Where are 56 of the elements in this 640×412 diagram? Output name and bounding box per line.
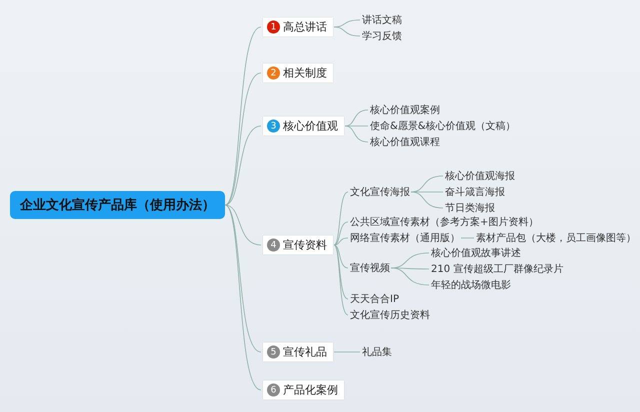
connector-line (390, 268, 430, 286)
subtopic-label: 天天合合IP (350, 291, 399, 307)
subtopic-label: 文化宣传海报 (350, 184, 410, 200)
connector-line (410, 192, 444, 208)
topic-box (263, 64, 333, 82)
number-badge: 5 (267, 346, 280, 358)
topic-label: 相关制度 (283, 66, 327, 80)
subtopic-label: 文化宣传历史资料 (350, 307, 430, 323)
subtopic-label: 核心价值观课程 (370, 134, 440, 150)
number-badge: 1 (267, 20, 280, 34)
topic-label: 核心价值观 (283, 118, 338, 134)
subtopic-label: 素材产品包（大楼，员工画像图等） (476, 230, 636, 246)
connector-line (334, 192, 348, 246)
topic-box (263, 18, 333, 36)
topic-box (263, 380, 344, 400)
topic-box (263, 116, 344, 136)
connector-line (224, 204, 262, 390)
connector-line (344, 110, 368, 126)
subtopic-label: 网络宣传素材（通用版） (350, 230, 460, 246)
topic-label: 宣传礼品 (283, 344, 327, 360)
connector-line (334, 20, 360, 28)
connector-line (334, 244, 348, 300)
subtopic-label: 年轻的战场微电影 (431, 277, 511, 293)
subtopic-label: 宣传视频 (350, 260, 390, 276)
topic-label: 产品化案例 (283, 382, 338, 398)
topic-box (263, 342, 333, 362)
central-topic: 企业文化宣传产品库（使用办法） (10, 191, 225, 219)
number-badge: 4 (267, 238, 280, 252)
subtopic-label: 学习反馈 (362, 28, 402, 44)
topic-label: 高总讲话 (283, 20, 327, 34)
connector-line (334, 238, 348, 246)
subtopic-label: 奋斗箴言海报 (445, 184, 505, 200)
subtopic-label: 210 宣传超级工厂群像纪录片 (431, 261, 564, 277)
subtopic-label: 礼品集 (362, 344, 392, 360)
number-badge: 6 (267, 384, 280, 396)
connector-line (224, 204, 262, 352)
connector-line (334, 244, 348, 268)
connector-line (224, 204, 262, 246)
connector-line (334, 244, 348, 316)
topic-box (263, 236, 333, 254)
subtopic-label: 公共区域宣传素材（参考方案+图片资料） (350, 214, 538, 230)
number-badge: 3 (267, 120, 280, 132)
subtopic-label: 讲话文稿 (362, 12, 402, 28)
subtopic-label: 核心价值观海报 (445, 168, 515, 184)
number-badge: 2 (267, 66, 280, 80)
subtopic-label: 使命&愿景&核心价值观（文稿） (370, 118, 516, 134)
connector-line (334, 26, 360, 36)
connector-line (344, 126, 368, 142)
connector-line (224, 26, 262, 206)
subtopic-label: 节日类海报 (445, 200, 495, 216)
subtopic-label: 核心价值观案例 (370, 102, 440, 118)
connector-line (224, 72, 262, 206)
subtopic-label: 核心价值观故事讲述 (431, 245, 521, 261)
connector-line (334, 222, 348, 246)
topic-label: 宣传资料 (283, 238, 327, 252)
connector-line (224, 126, 262, 206)
